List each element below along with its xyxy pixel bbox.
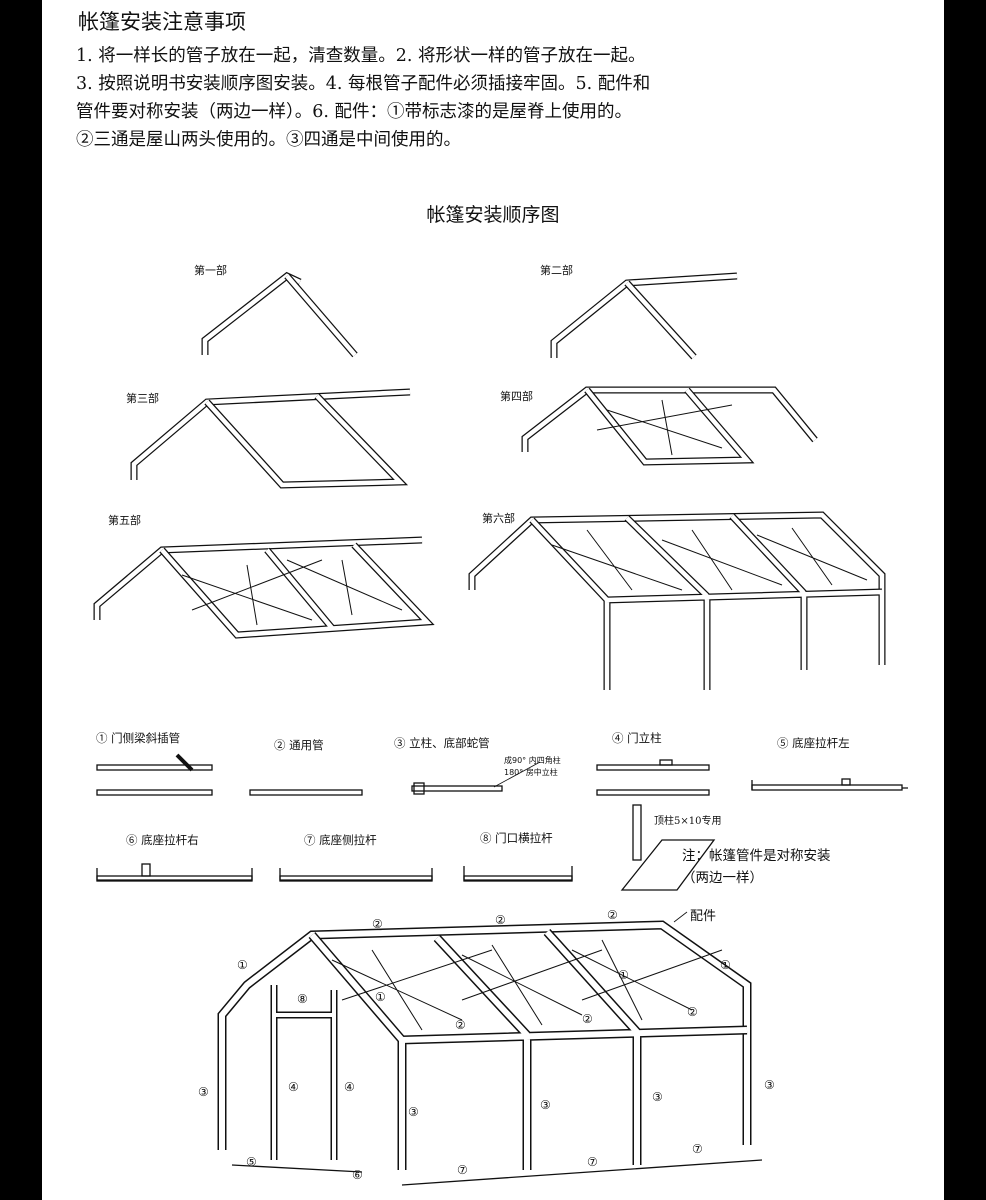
marker-6: ⑥ xyxy=(352,1168,363,1182)
marker-1-left: ① xyxy=(237,958,248,972)
marker-7-c: ⑦ xyxy=(692,1142,703,1156)
note-line-3: 管件要对称安装（两边一样）。6. 配件：①带标志漆的是屋脊上使用的。 xyxy=(76,102,633,122)
marker-2-a: ② xyxy=(372,917,383,931)
note-line-4: ②三通是屋山两头使用的。③四通是中间使用的。 xyxy=(76,130,461,150)
part-label-2: ② 通用管 xyxy=(274,738,324,752)
marker-1-right-inner: ① xyxy=(618,968,629,982)
symmetry-note-line-1: 注：帐篷管件是对称安装 xyxy=(682,848,831,864)
marker-1-inner: ① xyxy=(375,990,386,1004)
fitting-label: 配件 xyxy=(690,909,717,924)
marker-2-f: ② xyxy=(687,1005,698,1019)
part-label-6: ⑥ 底座拉杆右 xyxy=(126,833,199,847)
part-label-3: ③ 立柱、底部蛇管 xyxy=(394,736,490,750)
marker-4-a: ④ xyxy=(288,1080,299,1094)
marker-3-e: ③ xyxy=(764,1078,775,1092)
symmetry-note: 注：帐篷管件是对称安装 （两边一样） xyxy=(682,845,831,889)
top-post-label: 顶柱5×10专用 xyxy=(654,816,722,827)
step2-frame xyxy=(550,272,738,360)
parts-row-2 xyxy=(96,804,716,891)
note-line-1: 1. 将一样长的管子放在一起，清查数量。2. 将形状一样的管子放在一起。 xyxy=(76,46,646,66)
marker-3-a: ③ xyxy=(198,1085,209,1099)
assembly-line-art xyxy=(93,271,908,1186)
part-label-8: ⑧ 门口横拉杆 xyxy=(480,831,553,845)
note-line-2: 3. 按照说明书安装顺序图安装。4. 每根管子配件必须插接牢固。5. 配件和 xyxy=(76,74,651,94)
marker-3-b: ③ xyxy=(408,1105,419,1119)
marker-2-e: ② xyxy=(582,1012,593,1026)
step6-frame xyxy=(468,511,886,690)
step3-frame xyxy=(130,388,411,489)
part-label-4: ④ 门立柱 xyxy=(612,731,662,745)
step-label-1: 第一部 xyxy=(194,264,227,277)
part-label-1: ① 门侧梁斜插管 xyxy=(96,731,181,745)
step1-frame xyxy=(201,271,358,358)
part3-note-a: 成90° 内四角柱 xyxy=(504,756,561,765)
page-title: 帐篷安装注意事项 xyxy=(78,10,246,34)
marker-2-b: ② xyxy=(495,913,506,927)
step-label-4: 第四部 xyxy=(500,390,533,403)
sequence-title: 帐篷安装顺序图 xyxy=(426,204,560,226)
step-label-5: 第五部 xyxy=(108,514,141,527)
parts-row-1 xyxy=(96,753,908,796)
part3-note-b: 180° 房中立柱 xyxy=(504,768,558,777)
part-label-5: ⑤ 底座拉杆左 xyxy=(777,736,850,750)
marker-7-b: ⑦ xyxy=(587,1155,598,1169)
marker-3-d: ③ xyxy=(652,1090,663,1104)
step-label-3: 第三部 xyxy=(126,392,159,405)
symmetry-note-line-2: （两边一样） xyxy=(682,870,763,886)
marker-5: ⑤ xyxy=(246,1155,257,1169)
assembly-frame xyxy=(217,911,763,1186)
marker-2-d: ② xyxy=(455,1018,466,1032)
marker-2-c: ② xyxy=(607,908,618,922)
marker-3-c: ③ xyxy=(540,1098,551,1112)
part-label-7: ⑦ 底座侧拉杆 xyxy=(304,833,377,847)
step5-frame xyxy=(93,536,435,639)
notes-block: 1. 将一样长的管子放在一起，清查数量。2. 将形状一样的管子放在一起。 3. … xyxy=(76,42,936,154)
marker-8: ⑧ xyxy=(297,992,308,1006)
step4-frame xyxy=(521,386,818,466)
step-label-6: 第六部 xyxy=(482,512,515,525)
marker-7-a: ⑦ xyxy=(457,1163,468,1177)
marker-1-right: ① xyxy=(720,958,731,972)
marker-4-b: ④ xyxy=(344,1080,355,1094)
step-label-2: 第二部 xyxy=(540,264,573,277)
instruction-sheet: 帐篷安装注意事项 1. 将一样长的管子放在一起，清查数量。2. 将形状一样的管子… xyxy=(42,0,944,1200)
